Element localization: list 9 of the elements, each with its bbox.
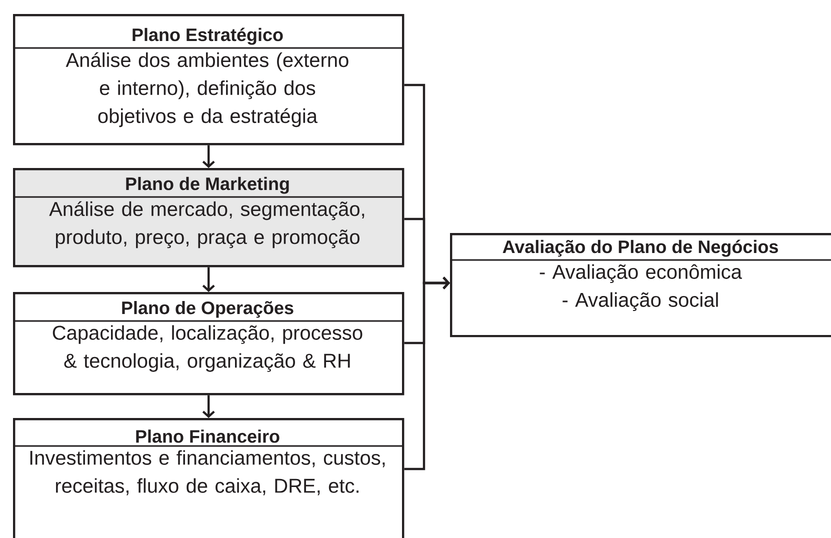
- process-box: Avaliação do Plano de Negócios - Avaliação econômica - Avaliação social: [450, 233, 831, 338]
- process-box: Plano Financeiro Investimentos e financiamentos, custos, receitas, fluxo de caixa, DRE, etc.: [13, 418, 404, 538]
- arrow: [404, 276, 450, 470]
- arrow: [202, 145, 215, 168]
- process-box: Plano Estratégico Análise dos ambientes (externo e interno), definição dos objetivos e da estratégia: [13, 14, 404, 146]
- arrow: [202, 267, 215, 292]
- process-box: Plano de Marketing Análise de mercado, segmentação, produto, preço, praça e promoção: [13, 168, 404, 268]
- arrow: [202, 395, 215, 418]
- process-box: Plano de Operações Capacidade, localização, processo & tecnologia, organização & RH: [13, 292, 404, 396]
